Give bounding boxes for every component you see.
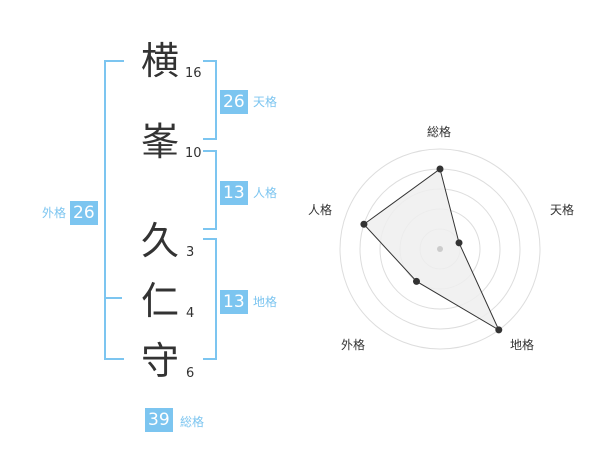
chikaku-value: 13 xyxy=(220,290,248,314)
jinkaku-bracket xyxy=(203,150,217,230)
name-char-3: 久 xyxy=(140,219,179,263)
radar-point xyxy=(495,326,503,334)
radar-center-dot xyxy=(437,246,443,252)
stroke-count-3: 3 xyxy=(186,245,195,260)
chikaku-bracket xyxy=(203,238,217,360)
radar-points xyxy=(360,165,503,334)
tenkaku-value: 26 xyxy=(220,90,248,114)
soukaku-value: 39 xyxy=(145,408,173,432)
stroke-count-5: 6 xyxy=(186,366,195,381)
name-char-1: 横 xyxy=(140,39,179,83)
soukaku-label: 総格 xyxy=(180,415,205,429)
radar-axis-label-gaikaku: 外格 xyxy=(341,338,366,352)
gaikaku-mid-tick xyxy=(104,297,122,299)
radar-point xyxy=(436,165,444,173)
radar-axis-label-tenkaku: 天格 xyxy=(550,203,575,217)
radar-axis-label-soukaku: 総格 xyxy=(427,125,452,139)
radar-point xyxy=(412,277,420,285)
name-char-5: 守 xyxy=(140,339,179,383)
tenkaku-bracket xyxy=(203,60,217,140)
jinkaku-value: 13 xyxy=(220,181,248,205)
radar-area xyxy=(363,168,500,332)
radar-point xyxy=(455,239,463,247)
radar-grid-ring xyxy=(339,148,541,350)
stroke-count-1: 16 xyxy=(185,66,202,81)
gaikaku-value: 26 xyxy=(70,201,98,225)
stroke-count-4: 4 xyxy=(186,306,195,321)
tenkaku-label: 天格 xyxy=(253,95,278,109)
stroke-count-2: 10 xyxy=(185,146,202,161)
chikaku-label: 地格 xyxy=(253,295,278,309)
name-char-2: 峯 xyxy=(140,120,179,164)
radar-point xyxy=(360,220,368,228)
gaikaku-bracket xyxy=(104,60,124,360)
name-char-4: 仁 xyxy=(140,279,179,323)
jinkaku-label: 人格 xyxy=(253,186,278,200)
radar-axis-label-jinkaku: 人格 xyxy=(308,203,333,217)
gaikaku-label: 外格 xyxy=(42,206,67,220)
radar-axis-label-chikaku: 地格 xyxy=(510,338,535,352)
